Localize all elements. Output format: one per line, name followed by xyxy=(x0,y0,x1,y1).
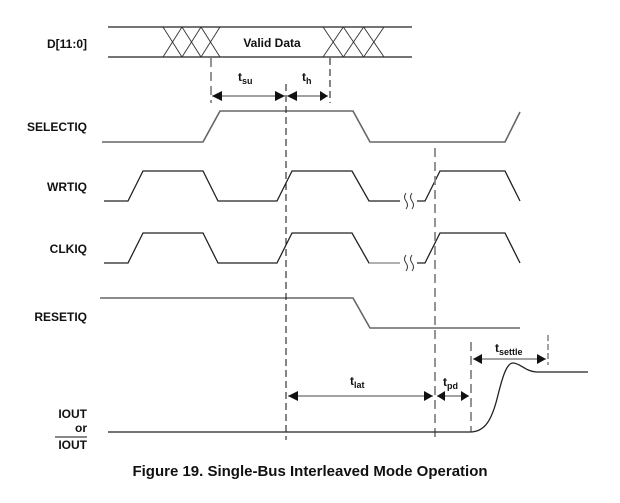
label-or: or xyxy=(75,421,87,435)
clkiq-waveform-a xyxy=(104,232,400,264)
hatch-stroke xyxy=(363,26,385,58)
tpd-dimension: tpd xyxy=(437,375,469,401)
clkiq-break-symbol xyxy=(404,254,414,272)
label-selectiq: SELECTIQ xyxy=(27,120,87,134)
label-wrtiq: WRTIQ xyxy=(47,180,87,194)
tsu-arrowhead-right xyxy=(275,91,285,101)
hatch-stroke xyxy=(200,26,221,58)
th-arrowhead-left xyxy=(287,91,297,101)
hatch-stroke xyxy=(342,26,365,58)
tlat-dimension: tlat xyxy=(288,374,433,401)
valid-data-label: Valid Data xyxy=(243,36,301,50)
tsettle-dimension: tsettle xyxy=(473,341,546,364)
figure-caption: Figure 19. Single-Bus Interleaved Mode O… xyxy=(132,463,487,480)
wrtiq-break-symbol xyxy=(404,192,414,210)
tlat-arrowhead-left xyxy=(288,391,298,401)
hatch-stroke xyxy=(162,26,183,58)
wrtiq-waveform-a xyxy=(104,170,400,202)
label-iout-bar: IOUT xyxy=(58,438,87,452)
tpd-arrowhead-left xyxy=(437,391,445,401)
wrtiq-waveform-b xyxy=(417,170,521,202)
hatch-stroke xyxy=(322,26,344,58)
tsu-label: tsu xyxy=(238,70,253,86)
tsu-dimension: tsu xyxy=(212,70,285,101)
th-dimension: th xyxy=(287,70,328,101)
hatch-stroke xyxy=(181,26,202,58)
selectiq-waveform xyxy=(102,110,521,143)
clkiq-waveform-b xyxy=(417,232,521,264)
label-clkiq: CLKIQ xyxy=(50,242,87,256)
label-iout: IOUT xyxy=(58,407,87,421)
tlat-label: tlat xyxy=(350,374,365,390)
bus-transition-hatch-right xyxy=(322,26,385,58)
tsettle-arrowhead-right xyxy=(537,354,546,364)
tsettle-label: tsettle xyxy=(495,341,523,357)
tsu-arrowhead-left xyxy=(212,91,222,101)
iout-waveform xyxy=(108,362,588,433)
tpd-arrowhead-right xyxy=(461,391,469,401)
th-label: th xyxy=(302,70,312,86)
label-d-bus: D[11:0] xyxy=(47,37,87,51)
th-arrowhead-right xyxy=(320,91,328,101)
label-resetiq: RESETIQ xyxy=(34,310,87,324)
tpd-label: tpd xyxy=(443,375,458,391)
bus-transition-hatch-left xyxy=(162,26,221,58)
tlat-arrowhead-right xyxy=(424,391,433,401)
data-bus-waveform: Valid Data xyxy=(108,26,412,58)
tsettle-arrowhead-left xyxy=(473,354,482,364)
label-iout-group: IOUT or IOUT xyxy=(55,407,88,452)
resetiq-waveform xyxy=(100,297,520,329)
